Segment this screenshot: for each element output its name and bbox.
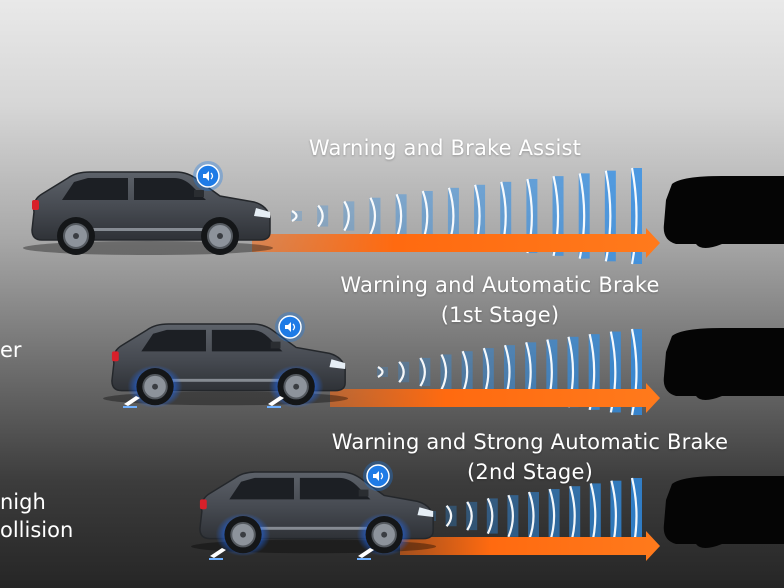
stage-3-title: Warning and Strong Automatic Brake (2nd … xyxy=(320,427,740,487)
suv-car xyxy=(23,171,273,255)
stage-1-title-line1: Warning and Brake Assist xyxy=(308,136,582,160)
speaker-icon xyxy=(193,161,223,191)
brake-pedal-icon xyxy=(357,548,374,560)
obstacle-vehicle-silhouette xyxy=(663,328,784,400)
speaker-icon xyxy=(363,461,393,491)
wave-arc xyxy=(486,497,494,535)
car-window xyxy=(62,178,128,200)
tail-light xyxy=(32,200,39,210)
radar-waves xyxy=(291,167,642,265)
car-window xyxy=(141,329,206,352)
radar-waves xyxy=(377,328,642,416)
suv-car xyxy=(103,323,349,409)
side-label-bottom-line1: nigh xyxy=(0,490,46,514)
stage-3-title-line2: (2nd Stage) xyxy=(467,460,593,484)
wave-arc xyxy=(445,505,453,527)
side-label-bottom: nigh ollision xyxy=(0,488,84,544)
wave-arc xyxy=(419,357,426,387)
wave-arc xyxy=(369,197,377,235)
car-window xyxy=(299,477,371,500)
side-label-middle: er xyxy=(0,338,22,362)
stage-2-title-line2: (1st Stage) xyxy=(440,303,560,327)
distance-arrow xyxy=(330,383,660,413)
obstacle-vehicle-silhouette xyxy=(663,176,784,248)
side-label-bottom-line2: ollision xyxy=(0,518,74,542)
obstacle-vehicle-silhouette xyxy=(663,476,784,548)
wave-arc xyxy=(527,491,535,541)
wave-arc xyxy=(507,494,514,538)
wave-arc xyxy=(604,170,612,262)
tail-light xyxy=(199,499,207,510)
speaker-icon xyxy=(275,312,305,342)
head-light xyxy=(417,507,434,518)
wave-arc xyxy=(630,167,638,265)
wave-arc xyxy=(440,353,448,391)
distance-arrow xyxy=(400,531,660,561)
wave-arc xyxy=(466,501,473,531)
stage-3-title-line1: Warning and Strong Automatic Brake xyxy=(331,430,729,454)
tail-light xyxy=(111,351,119,362)
wave-arc xyxy=(377,366,384,378)
brake-pedal-icon xyxy=(209,548,226,560)
stage-2-title-line1: Warning and Automatic Brake xyxy=(340,273,660,297)
wave-arc xyxy=(317,204,324,228)
car-window xyxy=(229,477,294,500)
wave-arc xyxy=(343,200,350,232)
stage-1-title: Warning and Brake Assist xyxy=(300,133,590,163)
brake-pedal-icon xyxy=(123,396,140,408)
head-light xyxy=(254,208,270,218)
car-window xyxy=(211,329,283,352)
wave-arc xyxy=(398,361,405,383)
brake-pedal-icon xyxy=(267,396,284,408)
distance-arrow xyxy=(252,228,660,258)
wave-arc xyxy=(291,210,298,222)
stage-2-title: Warning and Automatic Brake (1st Stage) xyxy=(330,270,670,330)
head-light xyxy=(329,359,346,370)
car-window xyxy=(134,178,206,200)
suv-car xyxy=(191,471,437,557)
